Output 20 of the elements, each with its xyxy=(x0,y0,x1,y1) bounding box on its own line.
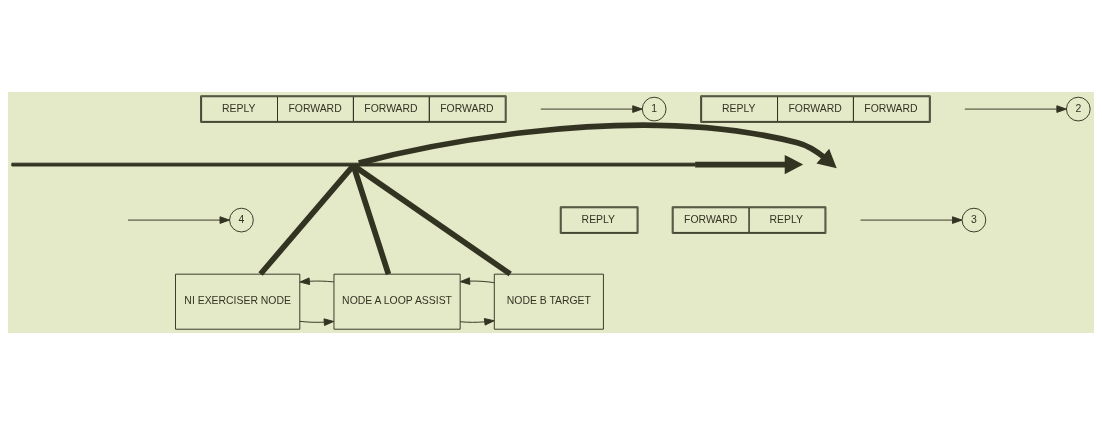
node-bar xyxy=(11,162,696,167)
arrow xyxy=(127,216,230,224)
arrow xyxy=(459,277,495,285)
node-box: NI EXERCISER NODE xyxy=(175,273,301,330)
node-circle: 3 xyxy=(961,207,987,233)
node-box: NODE A LOOP ASSIST xyxy=(333,273,461,330)
node-box: NODE B TARGET xyxy=(493,273,604,330)
arrow xyxy=(695,154,804,175)
arrow xyxy=(299,277,335,286)
arrow xyxy=(299,318,335,326)
arrow xyxy=(964,105,1067,113)
arrow xyxy=(459,318,495,326)
arrow xyxy=(860,216,963,224)
node-circle: 1 xyxy=(641,96,667,122)
arrow xyxy=(358,122,837,169)
connector xyxy=(350,165,392,275)
connector xyxy=(352,163,512,277)
node-circle: 4 xyxy=(229,207,254,233)
node-circle: 2 xyxy=(1065,96,1091,122)
arrow xyxy=(540,105,643,113)
